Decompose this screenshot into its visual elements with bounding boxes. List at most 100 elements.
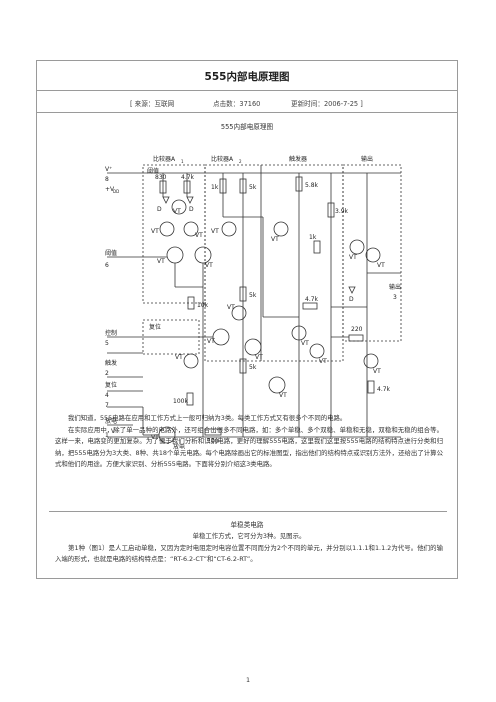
label-vt11: VT bbox=[319, 358, 327, 365]
label-trigger: 触发 bbox=[105, 359, 117, 367]
label-vplus: V⁺ bbox=[105, 166, 112, 173]
label-vt7: VT bbox=[175, 354, 183, 361]
figure-caption: 555内部电原理图 bbox=[220, 123, 274, 131]
label-pin8: 8 bbox=[105, 176, 109, 183]
label-vt1: VT bbox=[157, 258, 165, 265]
resistor-100 bbox=[204, 428, 222, 436]
paragraph-2: 在实际应用中，除了单一品种的电路外，还可组合出很多不同电路，如：多个单稳、多个双… bbox=[55, 425, 443, 469]
label-out: 输出 bbox=[389, 283, 401, 291]
label-vt16: VT bbox=[349, 254, 357, 261]
label-vt13: VT bbox=[373, 368, 381, 375]
label-pin6: 6 bbox=[105, 262, 109, 269]
label-threshold-top: 阈值 bbox=[147, 167, 159, 175]
label-comp-a2: 比较器A bbox=[211, 155, 234, 163]
page-title: 555内部电原理图 bbox=[204, 71, 290, 83]
label-control: 控制 bbox=[105, 329, 117, 337]
section-title: 单稳类电路 bbox=[230, 521, 264, 529]
title-row: 555内部电原理图 bbox=[37, 61, 457, 91]
label-r-220: 220 bbox=[351, 326, 363, 333]
vt4-symbol bbox=[183, 221, 199, 237]
vt1-symbol bbox=[166, 246, 184, 264]
label-comp-a2-sub: 2 bbox=[239, 159, 242, 164]
label-pin3: 3 bbox=[393, 294, 397, 301]
label-vdd-sub: DD bbox=[113, 189, 119, 194]
label-r-5k-c: 5k bbox=[249, 364, 257, 371]
label-vt8: VT bbox=[271, 236, 279, 243]
label-vt5: VT bbox=[205, 262, 213, 269]
label-vt9: VT bbox=[227, 304, 235, 311]
vt2-symbol bbox=[159, 221, 175, 237]
label-threshold: 阈值 bbox=[105, 249, 117, 257]
label-d1: D bbox=[157, 206, 162, 213]
label-r-1k-b: 1k bbox=[309, 234, 317, 241]
section-sub-line: 单稳工作方式，它可分为3种。见图示。 bbox=[192, 532, 306, 540]
label-discharge: 放电 bbox=[105, 417, 117, 425]
label-vt15: VT bbox=[301, 340, 309, 347]
label-r-3-9k: 3.9k bbox=[335, 208, 349, 215]
label-r-1k: 1k bbox=[211, 184, 219, 191]
resistor-4-7k-c bbox=[367, 380, 375, 394]
label-discharge-2: 放电 bbox=[173, 443, 185, 449]
vt13-symbol bbox=[363, 353, 379, 369]
label-vminus: V⁻ bbox=[111, 428, 118, 435]
label-vt10: VT bbox=[207, 338, 215, 345]
source-text: [ 来源：互联网 bbox=[130, 100, 175, 108]
label-reset-in: 复位 bbox=[149, 323, 161, 331]
label-trigger-block: 触发器 bbox=[289, 155, 307, 163]
diode-d2-symbol bbox=[186, 196, 194, 204]
label-r-5k-a: 5k bbox=[249, 184, 257, 191]
vt12-symbol bbox=[244, 338, 262, 356]
vt11-symbol bbox=[309, 343, 325, 359]
diode-d-output-symbol bbox=[348, 286, 356, 294]
label-pin1: 1 bbox=[105, 432, 109, 439]
page-number: 1 bbox=[245, 676, 251, 684]
resistor-220 bbox=[348, 334, 364, 342]
label-pin4: 4 bbox=[105, 392, 109, 399]
label-vt6: VT bbox=[211, 228, 219, 235]
label-r-4-7k-b: 4.7k bbox=[305, 296, 319, 303]
circuit-diagram: V⁺ 8 +V DD 比较器A 1 比较器A 2 触发器 输出 阈值 阈值 6 … bbox=[105, 155, 402, 449]
label-comp-a1-sub: 1 bbox=[181, 159, 184, 164]
label-pin5: 5 bbox=[105, 340, 109, 347]
section-divider bbox=[49, 511, 447, 512]
label-r-5k-b: 5k bbox=[249, 292, 257, 299]
meta-row: [ 来源：互联网 点击数：37160 更新时间：2006-7-25 ] bbox=[37, 91, 457, 113]
intro-paragraph: 我们知道，555电路在应用和工作方式上一般可归纳为3类。每类工作方式又有很多个不… bbox=[55, 413, 443, 471]
section-body: 单稳工作方式，它可分为3种。见图示。 第1种（图1）是人工启动单稳，又因为定时电… bbox=[55, 531, 443, 566]
resistor-830 bbox=[159, 180, 167, 194]
resistor-100k bbox=[186, 392, 194, 406]
article-frame: 555内部电原理图 [ 来源：互联网 点击数：37160 更新时间：2006-7… bbox=[36, 60, 458, 579]
label-output-block: 输出 bbox=[361, 155, 373, 163]
click-count: 点击数：37160 bbox=[213, 100, 261, 108]
label-vt12: VT bbox=[255, 354, 263, 361]
paragraph-3: 第1种（图1）是人工启动单稳，又因为定时电阻定时电容位置不同而分为2个不同的单元… bbox=[55, 543, 443, 564]
update-time: 更新时间：2006-7-25 ] bbox=[291, 100, 363, 108]
vt14-symbol bbox=[268, 376, 286, 394]
resistor-4-7k bbox=[183, 180, 191, 194]
resistor-1k bbox=[219, 178, 227, 194]
vt7-symbol bbox=[183, 353, 199, 369]
vt9-symbol bbox=[231, 305, 247, 321]
resistor-5k-a bbox=[239, 178, 247, 194]
label-vdd: +V bbox=[105, 186, 115, 193]
resistor-1k-b bbox=[313, 240, 321, 254]
label-r-4-7k: 4.7k bbox=[181, 174, 195, 181]
label-vt17: VT bbox=[377, 262, 385, 269]
label-d2: D bbox=[189, 206, 194, 213]
vt6-symbol bbox=[221, 221, 237, 237]
label-vt3: VT bbox=[173, 208, 181, 215]
vt10-symbol bbox=[212, 328, 230, 346]
label-r-4-7k-c: 4.7k bbox=[377, 386, 391, 393]
resistor-3-9k bbox=[327, 202, 335, 218]
resistor-10k bbox=[187, 296, 195, 310]
label-r-100k: 100k bbox=[173, 398, 188, 405]
label-pin7: 7 bbox=[105, 402, 109, 409]
diode-d1-symbol bbox=[162, 196, 170, 204]
output-block bbox=[342, 164, 402, 342]
label-vt4: VT bbox=[195, 232, 203, 239]
vt3-symbol bbox=[171, 199, 187, 215]
label-d-output: D bbox=[349, 296, 354, 303]
vt5-symbol bbox=[194, 246, 212, 264]
label-r-5-8k: 5.8k bbox=[305, 182, 319, 189]
comparator-a2-block bbox=[204, 164, 262, 362]
